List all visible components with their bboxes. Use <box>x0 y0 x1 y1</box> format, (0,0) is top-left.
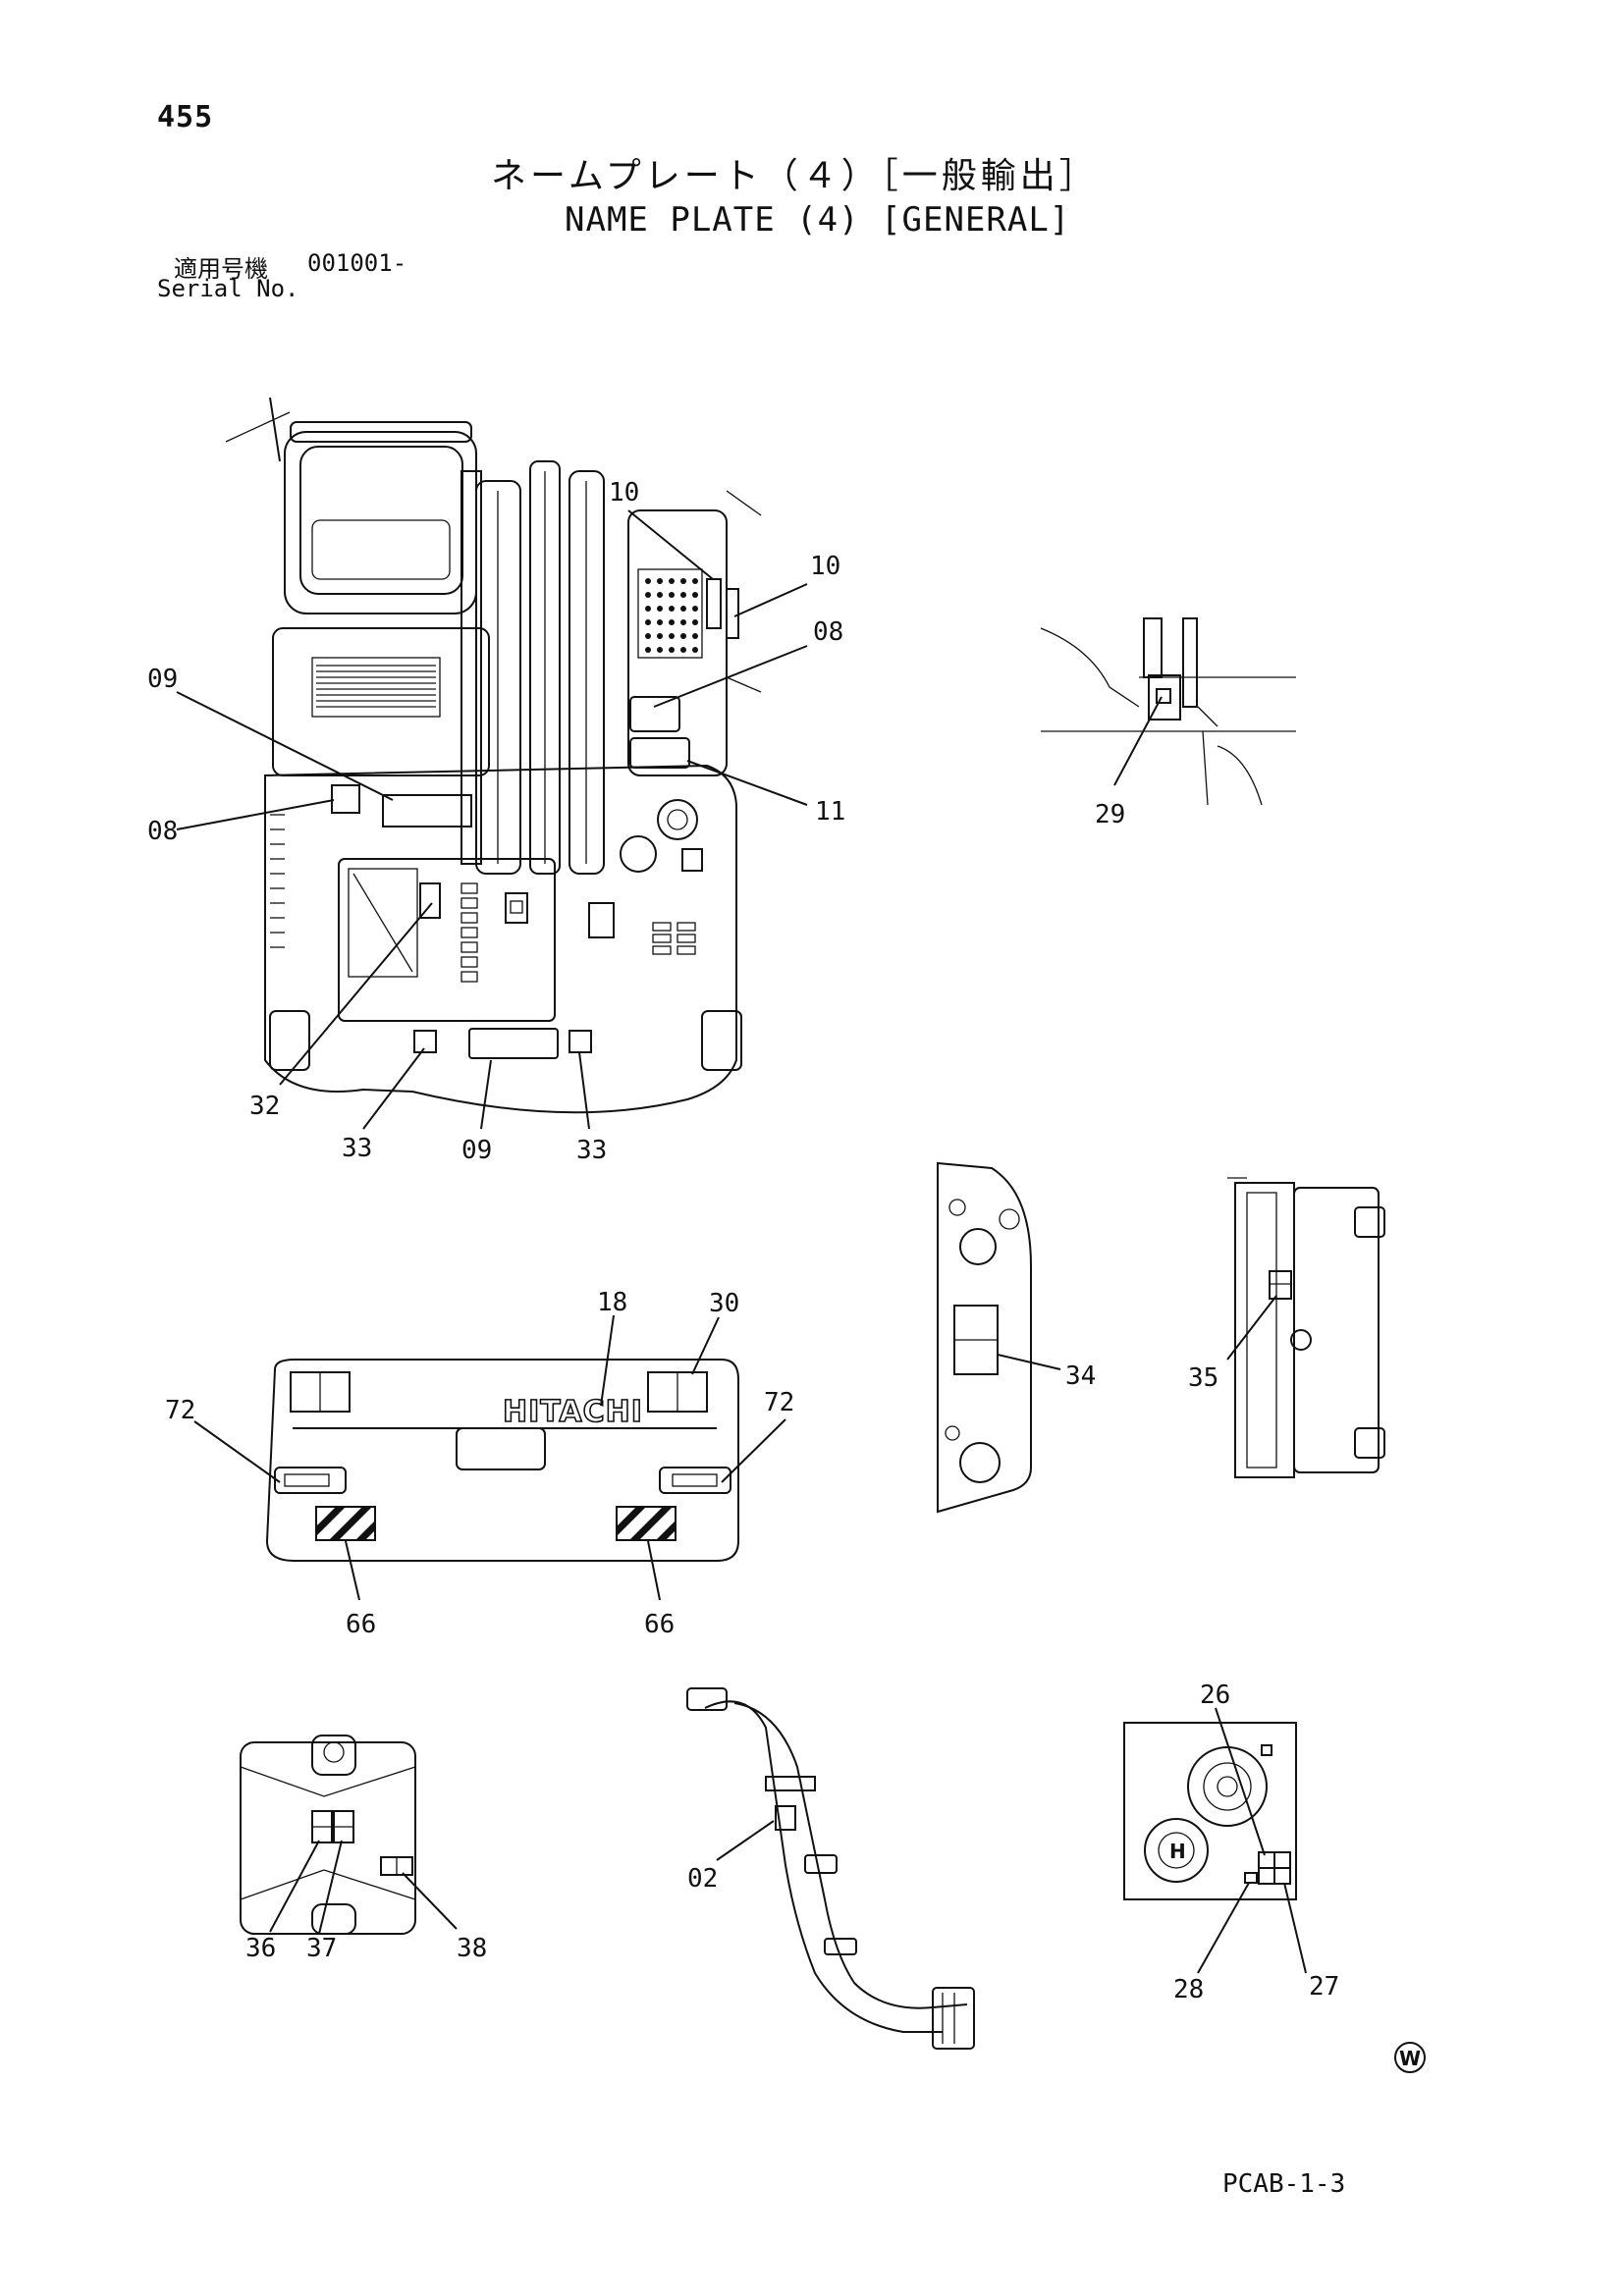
cab-detail-view <box>1040 617 1296 806</box>
callout-66: 66 <box>346 1610 376 1639</box>
watermark-circle-w: W <box>1394 2042 1426 2073</box>
cab-callout-leader <box>1113 696 1163 786</box>
callout-29: 29 <box>1095 800 1125 829</box>
callout-72: 72 <box>764 1388 794 1417</box>
callout-37: 37 <box>306 1934 337 1963</box>
swing-callout-labels: 26 27 28 <box>1173 1681 1339 2004</box>
callout-09: 09 <box>147 665 178 694</box>
page-title-english: NAME PLATE (4) [GENERAL] <box>565 200 1071 240</box>
page-code: PCAB-1-3 <box>1222 2169 1346 2199</box>
hitachi-logo: HITACHI <box>503 1395 643 1429</box>
callout-11: 11 <box>815 797 845 827</box>
callout-28: 28 <box>1173 1975 1204 2004</box>
callout-36: 36 <box>245 1934 276 1963</box>
callout-72: 72 <box>165 1396 195 1425</box>
radiator-side-view <box>1227 1177 1385 1478</box>
callout-34: 34 <box>1065 1362 1096 1391</box>
callout-32: 32 <box>249 1092 280 1121</box>
callout-26: 26 <box>1200 1681 1230 1710</box>
callout-10: 10 <box>609 478 639 507</box>
callout-27: 27 <box>1309 1972 1339 2002</box>
hazard-stripe-left <box>315 1506 376 1541</box>
machine-top-view <box>225 397 762 1114</box>
callout-38: 38 <box>457 1934 487 1963</box>
tank-callout-labels: 36 37 38 <box>245 1934 487 1963</box>
page-title-japanese: ネームプレート（４）［一般輸出］ <box>491 156 1099 196</box>
radiator-callout-leader <box>1226 1295 1277 1361</box>
rear-callout-labels: 18 30 72 72 66 66 <box>165 1288 794 1639</box>
callout-08: 08 <box>147 817 178 846</box>
page-number: 455 <box>157 100 214 134</box>
hazard-stripe-right <box>616 1506 677 1541</box>
main-callout-leaders <box>176 509 808 1130</box>
tank-callout-leaders <box>269 1840 458 1935</box>
callout-10: 10 <box>810 552 840 581</box>
swing-motor-view: H <box>1123 1722 1297 1900</box>
hose-callout-leader <box>716 1820 775 1861</box>
hose-pipe-view <box>686 1687 975 2050</box>
callout-30: 30 <box>709 1289 739 1318</box>
callout-33: 33 <box>342 1134 372 1163</box>
tank-top-view <box>240 1735 416 1935</box>
callout-08: 08 <box>813 617 843 647</box>
bracket-callout-leader <box>997 1354 1061 1370</box>
callout-02: 02 <box>687 1864 718 1894</box>
serial-label-japanese: 適用号機 <box>174 255 268 283</box>
callout-33: 33 <box>576 1136 607 1165</box>
serial-number-value: 001001- <box>307 249 407 277</box>
serial-label-english: Serial No. <box>157 275 299 302</box>
callout-18: 18 <box>597 1288 627 1317</box>
bracket-panel-view <box>937 1161 1032 1514</box>
swing-callout-leaders <box>1197 1707 1307 1974</box>
callout-66: 66 <box>644 1610 675 1639</box>
rear-callout-leaders <box>193 1314 786 1601</box>
callout-09: 09 <box>461 1136 492 1165</box>
svg-text:H: H <box>1169 1840 1186 1863</box>
counterweight-rear-view: HITACHI <box>265 1359 739 1562</box>
main-callout-labels: 10 10 08 09 08 11 32 33 09 33 <box>147 478 845 1165</box>
callout-35: 35 <box>1188 1363 1218 1393</box>
